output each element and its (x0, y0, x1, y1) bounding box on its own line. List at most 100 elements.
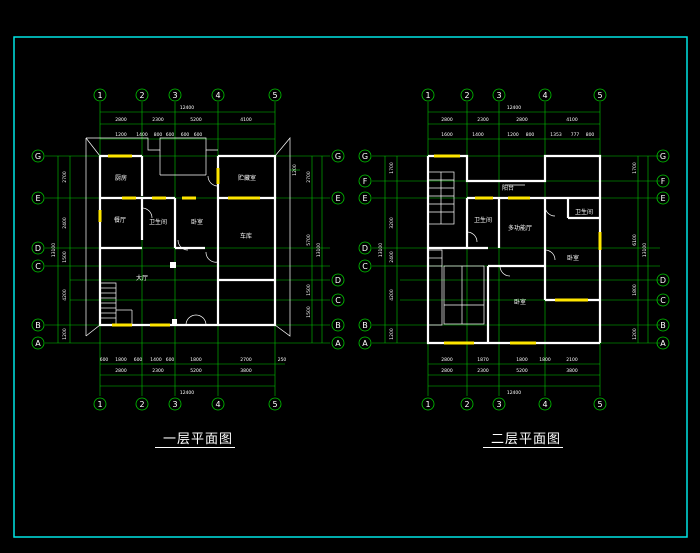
floor2-axis-top-5: 5 (593, 88, 607, 102)
floor2-axis-right-E: E (656, 191, 670, 205)
svg-text:F: F (363, 177, 368, 186)
floor2-room-bedroom2: 卧室 (514, 298, 526, 306)
svg-text:3: 3 (172, 91, 177, 100)
floor2-axis-right-A: A (656, 336, 670, 350)
drawing-border (13, 36, 688, 538)
floor2-dim-left-3: 4200 (389, 289, 395, 301)
floor1-axis-bottom-1: 1 (93, 397, 107, 411)
floor2-windows (434, 154, 602, 345)
floor2-dim-right-total: 13100 (642, 243, 648, 257)
floor2-dim-left-2: 2400 (389, 251, 395, 263)
floor2-axis-right-G: G (656, 149, 670, 163)
floor1-axis-top-4: 4 (211, 88, 225, 102)
floor1-dim-top-detail-3: 600 (166, 132, 175, 138)
floor2-dim-bottom2-1: 2300 (477, 368, 489, 374)
svg-text:B: B (335, 321, 341, 330)
floor1-axis-bottom-4: 4 (211, 397, 225, 411)
floor1-room-dining: 餐厅 (114, 216, 126, 224)
floor1-axis-bottom-2: 2 (135, 397, 149, 411)
svg-text:D: D (35, 244, 41, 253)
floor1-column (170, 262, 176, 268)
svg-text:C: C (35, 262, 41, 271)
floor1-axis-right-C: C (331, 293, 345, 307)
floor1-axis-lines (45, 102, 330, 396)
floor1-column-2 (172, 319, 177, 324)
floor1-dim-top-detail-4: 600 (181, 132, 190, 138)
svg-text:2: 2 (464, 400, 469, 409)
floor1-dim-top-3: 4100 (240, 117, 252, 123)
floor1-dim-left-1: 2400 (62, 217, 68, 229)
floor1-axis-top-2: 2 (135, 88, 149, 102)
floor1-dim-bottom2-3: 3800 (240, 368, 252, 374)
floor1-room-bath: 卫生间 (149, 218, 167, 226)
floor2-dim-top-detail-2: 1200 (507, 132, 519, 138)
floor2-doors (466, 184, 556, 277)
floor1-room-kitchen: 厨房 (115, 174, 127, 182)
floor2-dim-top-3: 4100 (566, 117, 578, 123)
floor2-dim-bottom2-0: 2800 (441, 368, 453, 374)
floor2-dim-bottom2-2: 5200 (516, 368, 528, 374)
floor1-title-underline (155, 447, 235, 448)
floor2-dim-top-0: 2800 (441, 117, 453, 123)
floor1-room-bedroom: 卧室 (191, 218, 203, 226)
floor1-axis-right-B: B (331, 318, 345, 332)
floor2-dim-bottom-3: 1800 (539, 357, 551, 363)
floor1-dim-left-0: 2700 (62, 171, 68, 183)
floor2-dim-top-1: 2300 (477, 117, 489, 123)
svg-text:E: E (35, 194, 40, 203)
floor2-dim-left-1: 3200 (389, 217, 395, 229)
floor2-axis-left-E: E (358, 191, 372, 205)
svg-text:E: E (362, 194, 367, 203)
floor1-axis-right-D: D (331, 273, 345, 287)
floor2-axis-right-F: F (656, 174, 670, 188)
floor1-dim-bottom-5: 1800 (190, 357, 202, 363)
floor2-axis-top-4: 4 (538, 88, 552, 102)
svg-text:1: 1 (97, 400, 102, 409)
floor2-title: 二层平面图 (491, 432, 562, 447)
svg-text:G: G (335, 152, 341, 161)
floor2-dim-top-detail-0: 1600 (441, 132, 453, 138)
svg-text:G: G (660, 152, 666, 161)
svg-text:5: 5 (272, 91, 277, 100)
floor1-dim-left-2: 1500 (62, 251, 68, 263)
floor2-dim-bottom-total: 12400 (507, 390, 521, 396)
floor1-dim-bottom-0: 600 (100, 357, 109, 363)
floor1-axis-right-E: E (331, 191, 345, 205)
floor1-title: 一层平面图 (163, 432, 234, 447)
floor2-dim-top-detail-4: 1353 (550, 132, 562, 138)
svg-text:A: A (35, 339, 41, 348)
floor1-dim-top-total: 12400 (180, 105, 194, 111)
floor1-axis-left-A: A (31, 336, 45, 350)
svg-text:F: F (661, 177, 666, 186)
svg-text:1: 1 (97, 91, 102, 100)
svg-text:D: D (660, 276, 666, 285)
floor2-axis-right-D: D (656, 273, 670, 287)
floor2-room-multi: 多功能厅 (508, 224, 532, 232)
svg-text:2: 2 (139, 91, 144, 100)
floor2-dim-left-4: 1200 (389, 328, 395, 340)
floor1-dim-bottom2-0: 2800 (115, 368, 127, 374)
floor1-dim-top-1: 2300 (152, 117, 164, 123)
floor2-room-bath2: 卫生间 (575, 208, 593, 216)
floor1-dim-bottom-2: 600 (134, 357, 143, 363)
floor1-eave (85, 137, 291, 337)
svg-text:E: E (335, 194, 340, 203)
floor1-axis-left-E: E (31, 191, 45, 205)
floor1-dim-top-0: 2800 (115, 117, 127, 123)
svg-text:C: C (362, 262, 368, 271)
floor2-axis-bottom-3: 3 (492, 397, 506, 411)
floor2-dim-left-total: 13100 (378, 243, 384, 257)
svg-text:B: B (660, 321, 666, 330)
svg-text:3: 3 (496, 91, 501, 100)
floor1-axis-right-G: G (331, 149, 345, 163)
svg-text:G: G (362, 152, 368, 161)
floor2-axis-bottom-4: 4 (538, 397, 552, 411)
floor2-axis-bottom-2: 2 (460, 397, 474, 411)
svg-text:4: 4 (215, 400, 220, 409)
floor2-dim-top-detail-6: 800 (586, 132, 595, 138)
svg-text:5: 5 (597, 91, 602, 100)
svg-text:5: 5 (272, 400, 277, 409)
floor1-dim-right-2: 5700 (306, 234, 312, 246)
floor1-dim-right-total: 13100 (316, 243, 322, 257)
